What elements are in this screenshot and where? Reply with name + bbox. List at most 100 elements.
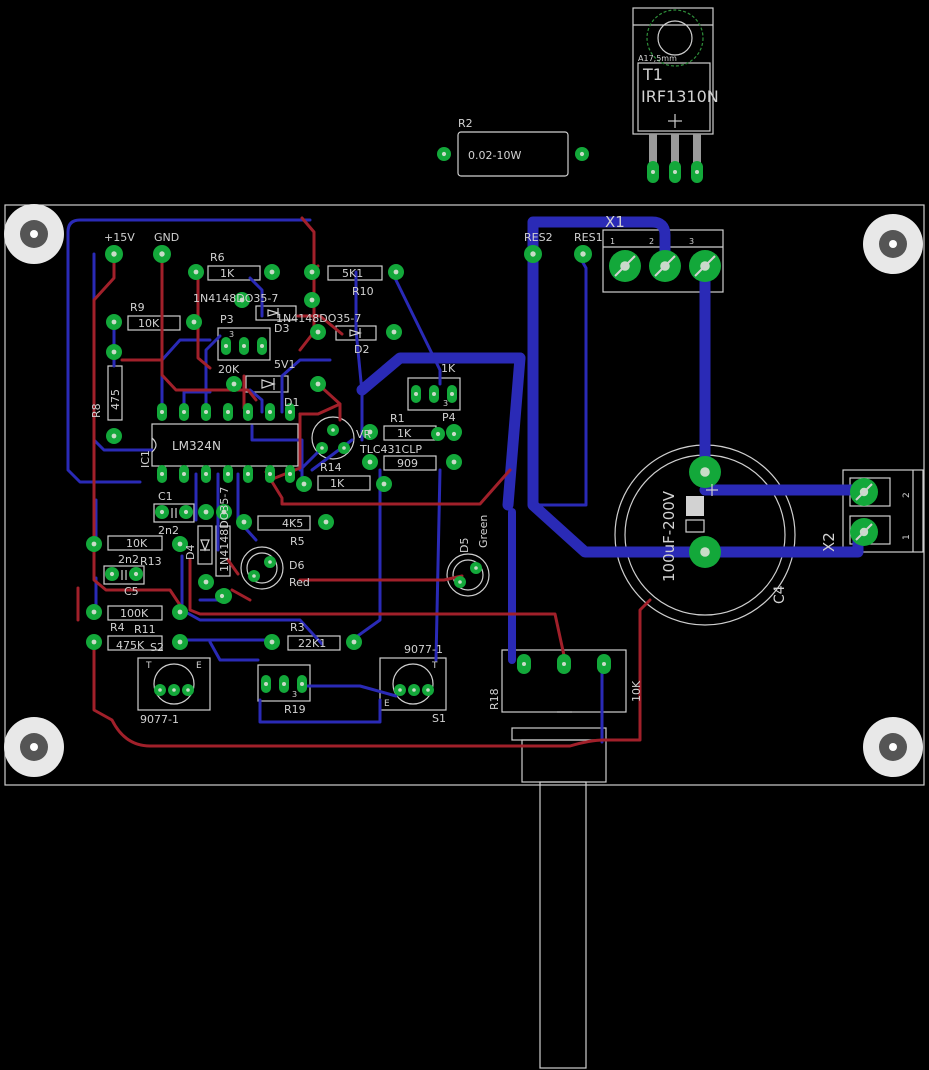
component-pad-hole bbox=[177, 609, 183, 615]
r18-value: 10K bbox=[630, 680, 643, 702]
component-pad-hole bbox=[177, 541, 183, 547]
ic1-pin-hole bbox=[182, 472, 186, 476]
d6-value: Red bbox=[289, 576, 310, 589]
r18-pad-hole bbox=[522, 662, 526, 666]
s2-label: S2 bbox=[150, 641, 164, 654]
c1-body bbox=[153, 503, 195, 523]
component-pad-hole bbox=[91, 541, 97, 547]
r9-label: R9 bbox=[130, 301, 145, 314]
x1-pin1: 1 bbox=[610, 237, 615, 246]
r13-label: R13 bbox=[140, 555, 162, 568]
mount-hole-top-right bbox=[863, 214, 923, 274]
d6-label: D6 bbox=[289, 559, 304, 572]
top-traces bbox=[76, 216, 652, 748]
s2-pad-hole bbox=[186, 688, 190, 692]
r10-label: R10 bbox=[352, 285, 374, 298]
s2-value: 9077-1 bbox=[140, 713, 179, 726]
d2-package: 1N4148DO35-7 bbox=[276, 312, 361, 325]
t1-dimension-label: A17,5mm bbox=[638, 54, 677, 63]
x1-screw-slot bbox=[614, 255, 636, 277]
t1-body bbox=[637, 62, 711, 132]
res1-label: RES1 bbox=[574, 231, 603, 244]
r14-value: 1K bbox=[330, 477, 345, 490]
mount-hole-top-left bbox=[4, 204, 64, 264]
r13-value: 909 bbox=[397, 457, 418, 470]
r9-body bbox=[127, 315, 181, 331]
c1-pad-hole bbox=[159, 509, 165, 515]
board-outline bbox=[4, 204, 925, 786]
c4-pad-hole bbox=[700, 467, 710, 477]
s1-pad-hole bbox=[412, 688, 416, 692]
r14-label: R14 bbox=[320, 461, 342, 474]
component-pad-hole bbox=[111, 349, 117, 355]
component-pad-hole bbox=[241, 519, 247, 525]
ic1-pin-hole bbox=[226, 410, 230, 414]
t1-heatsink-hole bbox=[646, 9, 704, 67]
r4-value: 475K bbox=[116, 639, 145, 652]
p4-label: P4 bbox=[442, 411, 456, 424]
component-pad-hole bbox=[91, 639, 97, 645]
vr-pad-hole bbox=[331, 428, 335, 432]
component-pad-hole bbox=[203, 509, 209, 515]
plus15v-label: +15V bbox=[104, 231, 135, 244]
r2-outline bbox=[457, 131, 569, 177]
r2-value-label: 0.02-10W bbox=[468, 149, 521, 162]
ic1-pin-hole bbox=[204, 410, 208, 414]
s1-pad-hole bbox=[426, 688, 430, 692]
p3-pad-hole bbox=[242, 344, 246, 348]
ic1-pin-hole bbox=[246, 472, 250, 476]
r4-label: R4 bbox=[110, 621, 125, 634]
component-pad-hole bbox=[91, 609, 97, 615]
component-pad-hole bbox=[451, 459, 457, 465]
d1-body bbox=[245, 375, 289, 393]
s1-label: S1 bbox=[432, 712, 446, 725]
s1-pad-hole bbox=[398, 688, 402, 692]
c4-label: C4 bbox=[772, 585, 788, 604]
d5-value: Green bbox=[477, 515, 490, 548]
p3-pad-hole bbox=[260, 344, 264, 348]
t1-leg bbox=[671, 134, 679, 166]
d1-label: D1 bbox=[284, 396, 299, 409]
component-pad-hole bbox=[367, 459, 373, 465]
r18-shaft bbox=[539, 781, 587, 1069]
c4-pad-hole bbox=[700, 547, 710, 557]
t1-value-label: IRF1310N bbox=[641, 87, 719, 106]
d5-outline bbox=[446, 553, 490, 597]
r18-pad-hole bbox=[562, 662, 566, 666]
p3-value: 20K bbox=[218, 363, 240, 376]
component-pad-hole bbox=[111, 319, 117, 325]
component-pad-hole bbox=[301, 481, 307, 487]
s2-pad-hole bbox=[172, 688, 176, 692]
r9-value: 10K bbox=[138, 317, 160, 330]
x1-pin3: 3 bbox=[689, 237, 694, 246]
d6-outline bbox=[240, 546, 284, 590]
tlc431-label: TLC431CLP bbox=[359, 443, 422, 456]
s2-outline bbox=[137, 657, 211, 711]
r18-label: R18 bbox=[488, 688, 501, 710]
mount-hole-bottom-right bbox=[863, 717, 923, 777]
d4-label: D4 bbox=[184, 545, 197, 560]
r14-body bbox=[317, 475, 371, 491]
r5-label: R5 bbox=[290, 535, 305, 548]
r4-body bbox=[107, 635, 163, 651]
r8-label: R8 bbox=[90, 403, 103, 418]
ic1-pin-hole bbox=[246, 410, 250, 414]
component-labels: A17,5mm T1 IRF1310N R2 0.02-10W X1 1 2 3… bbox=[90, 54, 912, 726]
res2-label: RES2 bbox=[524, 231, 553, 244]
gnd-label: GND bbox=[154, 231, 179, 244]
res2-pad-hole bbox=[530, 251, 536, 257]
x2-pin1: 1 bbox=[902, 534, 912, 540]
r6-value: 1K bbox=[220, 267, 235, 280]
t1-leg bbox=[693, 134, 701, 166]
s1-pin-t: T bbox=[431, 661, 438, 671]
d1-value: 5V1 bbox=[274, 358, 296, 371]
component-pad-hole bbox=[309, 269, 315, 275]
p4-pad-hole bbox=[414, 392, 418, 396]
r19-pad-hole bbox=[264, 682, 268, 686]
r6-body bbox=[207, 265, 261, 281]
r19-outline bbox=[257, 664, 311, 702]
pads bbox=[86, 134, 878, 696]
c4-value: 100uF-200V bbox=[660, 490, 678, 582]
d-extra-body bbox=[215, 525, 231, 577]
